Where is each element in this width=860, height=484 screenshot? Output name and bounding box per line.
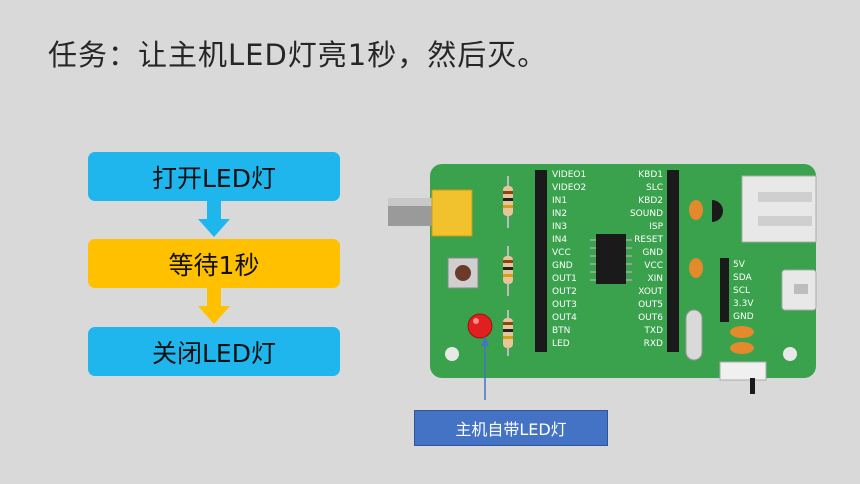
right-header <box>667 170 679 352</box>
pin-label-vcc: VCC <box>552 248 571 258</box>
down-arrow-icon <box>198 288 230 324</box>
down-arrow-icon <box>198 201 230 237</box>
ic-chip <box>596 234 626 284</box>
pin-label-kbd1: KBD1 <box>638 170 663 180</box>
flow-step-wait: 等待1秒 <box>88 239 340 288</box>
mounting-hole <box>783 347 797 361</box>
usb-port <box>741 175 817 243</box>
pin-label-out3: OUT3 <box>552 300 577 310</box>
crystal <box>685 309 703 361</box>
transistor <box>712 200 723 222</box>
resistor <box>503 176 513 228</box>
pin-label-scl: SCL <box>733 286 750 296</box>
side-header <box>720 258 729 322</box>
pin-label-btn: BTN <box>552 326 570 336</box>
resistor <box>503 310 513 356</box>
capacitor <box>730 326 754 338</box>
pin-label-video2: VIDEO2 <box>552 183 586 193</box>
mounting-hole <box>445 347 459 361</box>
pin-label-sda: SDA <box>733 273 752 283</box>
pin-label-out5: OUT5 <box>638 300 663 310</box>
page-title: 任务：让主机LED灯亮1秒，然后灭。 <box>48 38 548 72</box>
pin-label-xout: XOUT <box>638 287 663 297</box>
pin-label-gnd: GND <box>552 261 573 271</box>
pin-label-isp: ISP <box>649 222 663 232</box>
pin-label-vcc: VCC <box>644 261 663 271</box>
pin-label-kbd2: KBD2 <box>638 196 663 206</box>
resistor <box>503 246 513 296</box>
flow-step-turn-on: 打开LED灯 <box>88 152 340 201</box>
pin-label-out6: OUT6 <box>638 313 663 323</box>
pin-label-txd: TXD <box>643 326 663 336</box>
left-header <box>535 170 547 352</box>
av-jack <box>431 189 473 237</box>
capacitor <box>689 200 703 220</box>
pin-label-sound: SOUND <box>630 209 663 219</box>
slide-switch <box>719 361 767 381</box>
capacitor <box>730 342 754 354</box>
pin-label-in3: IN3 <box>552 222 567 232</box>
pin-label-video1: VIDEO1 <box>552 170 586 180</box>
pin-label-slc: SLC <box>646 183 663 193</box>
pin-label-gnd: GND <box>642 248 663 258</box>
pin-label-in2: IN2 <box>552 209 567 219</box>
pin-label-out4: OUT4 <box>552 313 577 323</box>
pin-label-rxd: RXD <box>644 339 663 349</box>
led-callout: 主机自带LED灯 <box>414 410 608 446</box>
pin-label-xin: XIN <box>647 274 663 284</box>
onboard-led <box>467 313 493 339</box>
pin-label-led: LED <box>552 339 570 349</box>
pin-label-5v: 5V <box>733 260 746 270</box>
pin-label-out2: OUT2 <box>552 287 577 297</box>
capacitor <box>689 258 703 278</box>
pin-label-in4: IN4 <box>552 235 567 245</box>
pin-label-33v: 3.3V <box>733 299 754 309</box>
pin-label-out1: OUT1 <box>552 274 577 284</box>
pin-label-gnd: GND <box>733 312 754 322</box>
side-pin-labels: 5V SDA SCL 3.3V GND <box>733 260 754 322</box>
flow-step-turn-off: 关闭LED灯 <box>88 327 340 376</box>
pin-label-reset: RESET <box>634 235 663 245</box>
pin-label-in1: IN1 <box>552 196 567 206</box>
